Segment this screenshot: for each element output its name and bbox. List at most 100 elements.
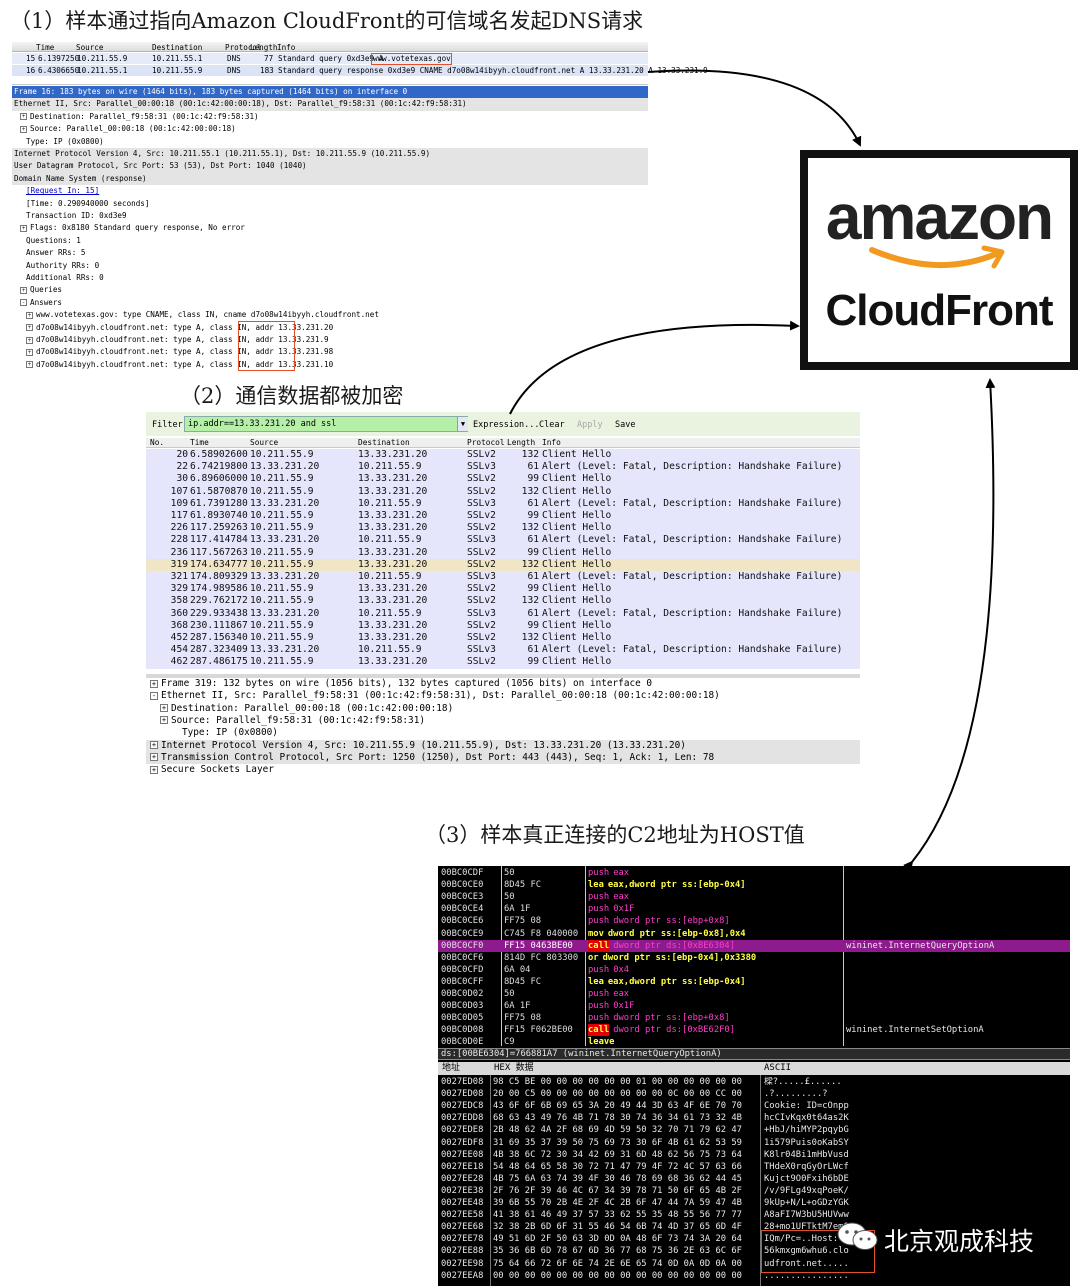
expand-icon[interactable]: + xyxy=(20,125,27,133)
detail-tree-item[interactable]: +Internet Protocol Version 4, Src: 10.21… xyxy=(146,739,860,752)
detail-tree-item[interactable]: Answer RRs: 5 xyxy=(12,247,648,259)
detail-tree-item[interactable]: +Flags: 0x8180 Standard query response, … xyxy=(12,222,648,234)
col-destination[interactable]: Destination xyxy=(152,43,203,52)
col-source[interactable]: Source xyxy=(76,43,104,52)
col-info[interactable]: Info xyxy=(542,438,561,447)
detail-tree-item[interactable]: [Request In: 15] xyxy=(12,185,648,197)
detail-tree-item[interactable]: +Transmission Control Protocol, Src Port… xyxy=(146,751,860,765)
expression-button[interactable]: Expression... xyxy=(473,420,540,430)
pane-splitter[interactable] xyxy=(146,674,860,678)
detail-tree-item[interactable]: Type: IP (0x0800) xyxy=(12,136,648,148)
col-destination[interactable]: Destination xyxy=(358,438,410,447)
detail-tree-item[interactable]: Type: IP (0x0800) xyxy=(146,727,860,739)
detail-tree-item[interactable]: Internet Protocol Version 4, Src: 10.211… xyxy=(12,148,648,161)
expand-icon[interactable]: + xyxy=(20,286,27,294)
expand-icon[interactable]: + xyxy=(20,224,27,232)
col-time[interactable]: Time xyxy=(36,43,55,52)
detail-tree-item[interactable]: +d7o08w14ibyyh.cloudfront.net: type A, c… xyxy=(12,359,648,371)
detail-tree-item[interactable]: +www.votetexas.gov: type CNAME, class IN… xyxy=(12,309,648,321)
detail-tree-item[interactable]: +Destination: Parallel_00:00:18 (00:1c:4… xyxy=(146,703,860,715)
detail-tree-item[interactable]: +d7o08w14ibyyh.cloudfront.net: type A, c… xyxy=(12,346,648,358)
detail-tree-item[interactable]: +d7o08w14ibyyh.cloudfront.net: type A, c… xyxy=(12,322,648,334)
col-info[interactable]: Info xyxy=(277,43,296,52)
expand-icon[interactable]: + xyxy=(150,765,158,774)
col-length[interactable]: Length xyxy=(250,43,278,52)
detail-tree-item[interactable]: [Time: 0.290940000 seconds] xyxy=(12,198,648,210)
col-no[interactable]: No. xyxy=(150,438,165,447)
detail-tree-item[interactable]: Questions: 1 xyxy=(12,235,648,247)
detail-tree-item[interactable]: Ethernet II, Src: Parallel_00:00:18 (00:… xyxy=(12,98,648,111)
clear-button[interactable]: Clear xyxy=(539,420,565,430)
collapse-icon[interactable]: - xyxy=(150,691,158,700)
filter-dropdown-icon[interactable]: ▼ xyxy=(457,417,468,431)
filter-input[interactable]: ip.addr==13.33.231.20 and ssl xyxy=(184,416,468,432)
save-button[interactable]: Save xyxy=(615,420,636,430)
expand-icon[interactable]: + xyxy=(26,324,33,332)
col-length[interactable]: Length xyxy=(507,438,536,447)
detail-tree-item[interactable]: User Datagram Protocol, Src Port: 53 (53… xyxy=(12,160,648,173)
apply-button[interactable]: Apply xyxy=(577,420,603,430)
expand-icon[interactable]: + xyxy=(160,704,168,713)
expand-icon[interactable]: + xyxy=(160,716,168,725)
expand-icon[interactable]: + xyxy=(26,361,33,369)
detail-tree-item[interactable]: Domain Name System (response) xyxy=(12,172,648,186)
dump-col-ascii[interactable]: ASCII xyxy=(764,1063,792,1073)
detail-tree-item[interactable]: -Answers xyxy=(12,297,648,309)
detail-tree-item[interactable]: +d7o08w14ibyyh.cloudfront.net: type A, c… xyxy=(12,334,648,346)
detail-tree-item[interactable]: +Source: Parallel_f9:58:31 (00:1c:42:f9:… xyxy=(146,715,860,727)
expand-icon[interactable]: + xyxy=(26,348,33,356)
dump-col-address[interactable]: 地址 xyxy=(442,1063,461,1073)
expand-icon[interactable]: + xyxy=(26,336,33,344)
col-source[interactable]: Source xyxy=(250,438,279,447)
detail-tree-item[interactable]: +Queries xyxy=(12,284,648,296)
expand-icon[interactable]: + xyxy=(26,311,33,319)
detail-tree-item[interactable]: Transaction ID: 0xd3e9 xyxy=(12,210,648,222)
expand-icon[interactable]: + xyxy=(150,753,158,762)
packet-row[interactable]: 16 6.4306650 10.211.55.1 10.211.55.9 DNS… xyxy=(12,65,708,76)
detail-tree-item[interactable]: Authority RRs: 0 xyxy=(12,260,648,272)
detail-tree-item[interactable]: +Secure Sockets Layer xyxy=(146,764,860,776)
detail-tree-item[interactable]: -Ethernet II, Src: Parallel_f9:58:31 (00… xyxy=(146,690,860,702)
detail-tree-item[interactable]: +Frame 319: 132 bytes on wire (1056 bits… xyxy=(146,678,860,690)
